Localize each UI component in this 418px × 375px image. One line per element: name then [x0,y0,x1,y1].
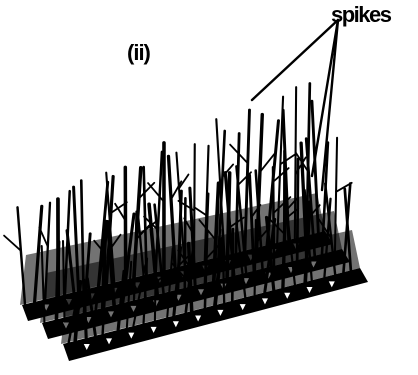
spike-branch [280,154,295,164]
spike-field [4,83,360,344]
spike-branch [148,183,164,202]
spike-branch [4,236,21,251]
spikes-callout-label: spikes [331,2,391,28]
callout-leader-line [252,20,338,100]
panel-label: (ii) [127,40,150,66]
spike-branch [194,207,206,215]
